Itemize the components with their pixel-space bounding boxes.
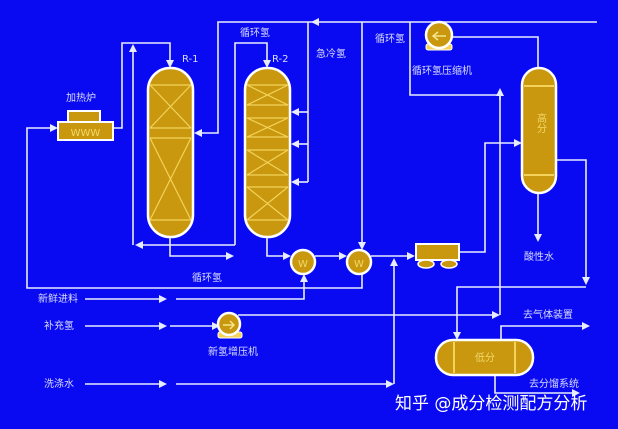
to-gas-unit-line [500, 322, 590, 340]
to-fractionation-line [494, 375, 580, 397]
sour-water-label: 酸性水 [524, 250, 554, 263]
makeup-compressor-arrow-icon [223, 320, 236, 330]
makeup-compressor-casing [216, 311, 242, 337]
to-fractionation-label: 去分馏系统 [529, 377, 579, 390]
r2-catalyst-beds [246, 84, 289, 221]
hp-label: 高分 [535, 112, 547, 134]
lp-vessel [434, 338, 535, 377]
to-lp-line [453, 286, 586, 340]
recycle-to-r1-line [194, 21, 313, 137]
recycle-compressor[interactable] [424, 20, 454, 51]
recycle-compressor-casing [424, 20, 454, 50]
cooler-fan-left [417, 259, 435, 269]
heater-coil-text: WWW [71, 128, 101, 139]
exchanger-w1[interactable]: W [289, 248, 317, 276]
makeup-compressor[interactable] [216, 311, 243, 339]
labels: 加热炉 R-1 R-2 循环氢 急冷氢 循环氢 循环氢压缩机 酸性水 循环氢 新… [38, 26, 579, 390]
fresh-feed-line-b [176, 274, 308, 300]
heater[interactable]: WWW [57, 110, 114, 141]
r2-label: R-2 [272, 54, 289, 65]
lp-label: 低分 [475, 351, 495, 364]
makeup-h2-label: 补充氢 [44, 319, 74, 332]
w2-label: W [354, 259, 364, 270]
r2-inlet-line [234, 42, 271, 245]
fresh-feed-label: 新鲜进料 [38, 292, 78, 305]
wash-water-label: 洗涤水 [44, 377, 74, 390]
w1-shell [289, 248, 317, 276]
hp-vessel [520, 66, 558, 195]
compressor-out-line [409, 22, 501, 100]
r1-label: R-1 [182, 54, 199, 65]
to-gas-unit-label: 去气体装置 [523, 308, 573, 321]
heater-body [57, 121, 114, 141]
recycle-bottom-line [26, 124, 363, 289]
r1-vessel [146, 66, 195, 239]
hp-liquid-line [556, 159, 590, 285]
recycle-h2-top-label: 循环氢 [240, 26, 270, 39]
air-cooler[interactable] [415, 243, 460, 269]
watermark: 知乎 @成分检测配方分析 [395, 394, 587, 414]
recycle-h2-bottom-label: 循环氢 [192, 271, 222, 284]
w1-label: W [298, 259, 308, 270]
heater-label: 加热炉 [66, 91, 96, 104]
quench-h2-label: 急冷氢 [316, 47, 346, 60]
hp-head-lines [524, 85, 554, 176]
r1-outlet-line [169, 237, 234, 260]
reactor-r2[interactable] [243, 66, 292, 239]
recycle-compressor-arrow-icon [431, 31, 446, 41]
lp-head-lines [453, 342, 516, 373]
recycle-h2-compressor-label: 循环氢 [375, 32, 405, 45]
w2-shell [345, 248, 373, 276]
reactor-r1[interactable] [146, 66, 195, 239]
hp-gas-to-compressor-line [434, 36, 539, 68]
cooler-body [415, 243, 460, 261]
heater-to-r1-line [113, 42, 174, 129]
lp-separator[interactable]: 低分 [434, 338, 535, 377]
cooler-to-hp-line [459, 139, 522, 253]
r1-catalyst-beds [149, 84, 192, 221]
hp-separator[interactable]: 高分 [520, 66, 558, 195]
recycle-compressor-label: 循环氢压缩机 [412, 64, 472, 77]
r2-outlet-line [266, 237, 291, 260]
cooler-fan-right [440, 259, 458, 269]
exchanger-w2[interactable]: W [345, 248, 373, 276]
flow-lines [26, 18, 597, 397]
makeup-compressor-label: 新氢增压机 [208, 345, 258, 358]
